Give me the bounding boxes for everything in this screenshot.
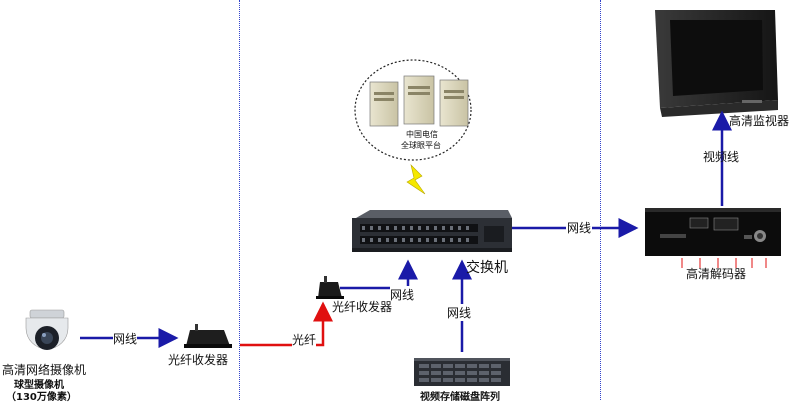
switch-port-dots bbox=[362, 226, 469, 242]
monitor-label: 高清监视器 bbox=[729, 114, 790, 128]
monitor-icon bbox=[655, 10, 778, 117]
decoder-label: 高清解码器 bbox=[686, 267, 747, 281]
server-label-line2: 全球眼平台 bbox=[401, 141, 441, 150]
switch-decoder-link-label: 网线 bbox=[566, 219, 593, 236]
zone-divider-right bbox=[600, 0, 601, 400]
transceiver-left-label: 光纤收发器 bbox=[168, 353, 229, 367]
link-fiber bbox=[240, 301, 333, 347]
server-icon bbox=[369, 75, 469, 127]
server-label-line1: 中国电信 bbox=[406, 130, 438, 139]
camera-label: 高清网络摄像机 bbox=[2, 363, 87, 377]
camera-sublabel-resolution: （130万像素） bbox=[6, 392, 77, 403]
storage-bays bbox=[419, 364, 501, 382]
switch-icon bbox=[352, 210, 512, 252]
transceiver-mid-icon bbox=[316, 276, 344, 299]
storage-switch-link-label: 网线 bbox=[447, 304, 472, 321]
storage-label: 视频存储磁盘阵列 bbox=[420, 392, 500, 403]
camera-transceiver-link-label: 网线 bbox=[113, 330, 138, 347]
decoder-feet bbox=[681, 258, 767, 268]
switch-label: 交换机 bbox=[466, 260, 508, 276]
decoder-monitor-link-label: 视频线 bbox=[703, 150, 740, 164]
link-transceiver-switch bbox=[340, 259, 418, 290]
fiber-link-label: 光纤 bbox=[292, 331, 317, 348]
transceiver-left-icon bbox=[184, 324, 232, 348]
transceiver-switch-link-label: 网线 bbox=[390, 286, 415, 303]
lightning-icon bbox=[406, 164, 426, 195]
transceiver-mid-label: 光纤收发器 bbox=[332, 300, 393, 314]
camera-sublabel-type: 球型摄像机 bbox=[14, 380, 64, 391]
decoder-icon bbox=[645, 208, 781, 256]
zone-divider-left bbox=[239, 0, 240, 400]
camera-icon bbox=[25, 309, 69, 350]
